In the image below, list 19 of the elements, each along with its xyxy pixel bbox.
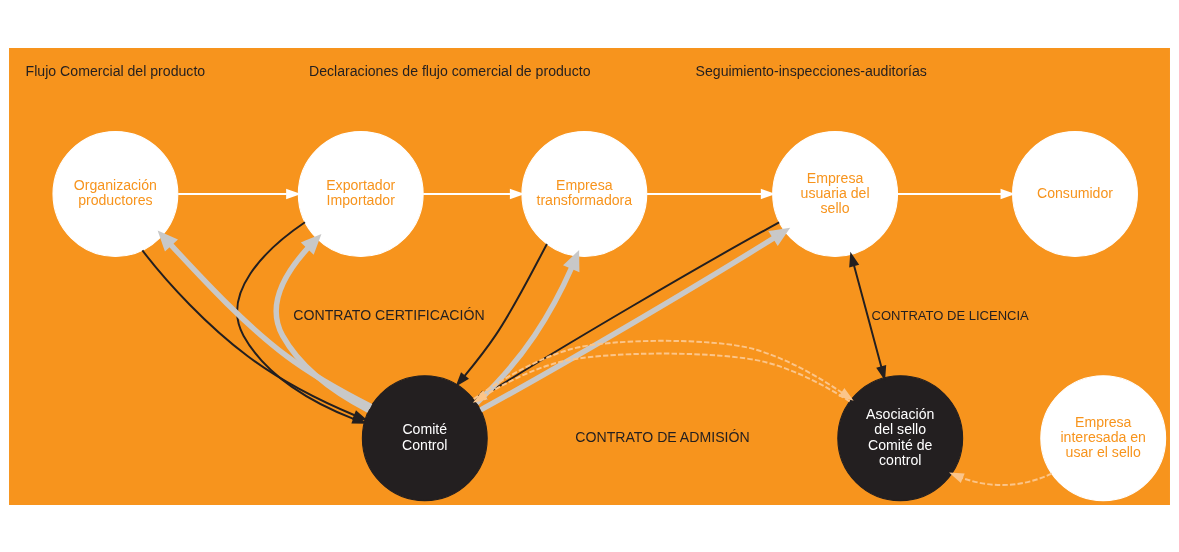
arrow xyxy=(177,188,301,199)
arrow xyxy=(157,230,373,409)
node-circle: Consumidor xyxy=(1012,130,1138,257)
legend-label: Declaraciones de flujo comercial de producto xyxy=(308,62,591,79)
legend-label: Seguimiento-inspecciones-auditorías xyxy=(695,62,927,79)
arrow xyxy=(646,188,776,199)
node-circle: Empresa interesada en usar el sello xyxy=(1040,374,1167,501)
node-circle: Empresa usuaria del sello xyxy=(772,130,899,257)
edge-label: CONTRATO DE LICENCIA xyxy=(871,306,1029,322)
arrow xyxy=(455,242,548,387)
legend-label: Flujo Comercial del producto xyxy=(25,62,206,79)
arrow xyxy=(422,188,525,199)
arrow xyxy=(896,188,1016,199)
node-circle: Empresa transformadora xyxy=(521,130,648,257)
arrow xyxy=(949,472,1053,486)
label: CONTRATO CERTIFICACIÓN xyxy=(293,306,485,323)
label: CONTRATO DE ADMISIÓN xyxy=(575,428,750,445)
arrow xyxy=(849,251,887,381)
arrow xyxy=(273,233,370,413)
